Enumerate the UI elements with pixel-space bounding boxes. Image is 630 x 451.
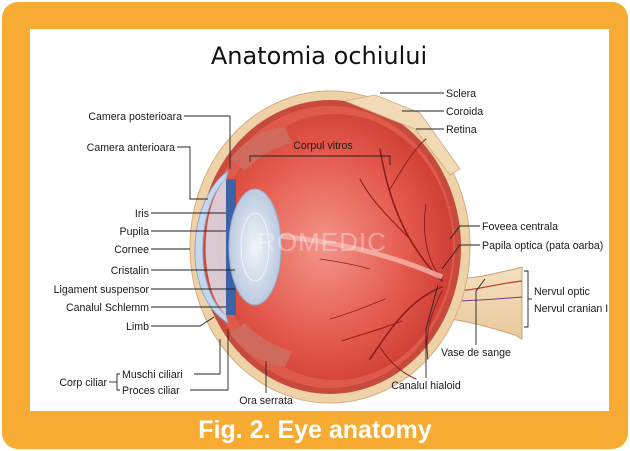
eye-anatomy-figure: Anatomia ochiului ROMEDIC Camera poste xyxy=(30,29,609,411)
label-pupila: Pupila xyxy=(120,226,150,238)
label-canalul-hialoid: Canalul hialoid xyxy=(391,380,461,392)
label-cristalin: Cristalin xyxy=(111,265,149,277)
label-camera-anterioara: Camera anterioara xyxy=(87,142,175,154)
leader-muschi-ciliari xyxy=(194,339,220,374)
label-retina: Retina xyxy=(446,124,477,136)
label-corp-ciliar: Corp ciliar xyxy=(59,377,107,389)
watermark: ROMEDIC xyxy=(257,227,387,257)
label-foveea-centrala: Foveea centrala xyxy=(482,221,558,233)
label-limb: Limb xyxy=(126,321,149,333)
bracket-nerv xyxy=(524,271,528,327)
label-proces-ciliar: Proces ciliar xyxy=(122,385,180,397)
label-papila-optica: Papila optica (pata oarba) xyxy=(482,240,603,252)
label-nervul-cranian: Nervul cranian II xyxy=(534,303,609,315)
diagram-title: Anatomia ochiului xyxy=(211,42,427,70)
label-ora-serrata: Ora serrata xyxy=(239,395,293,407)
label-muschi-ciliari: Muschi ciliari xyxy=(122,369,183,381)
label-corpul-vitros: Corpul vitros xyxy=(293,140,352,152)
bracket-corp-ciliar xyxy=(117,374,120,390)
label-sclera: Sclera xyxy=(446,88,476,100)
label-ligament-suspensor: Ligament suspensor xyxy=(54,284,150,296)
leader-limb xyxy=(151,317,214,326)
label-nervul-optic: Nervul optic xyxy=(534,286,591,298)
label-camera-posterioara: Camera posterioara xyxy=(88,111,182,123)
eye-anatomy-diagram: Anatomia ochiului ROMEDIC Camera poste xyxy=(30,29,609,411)
label-coroida: Coroida xyxy=(446,106,483,118)
label-canalul-schlemm: Canalul Schlemm xyxy=(66,302,149,314)
label-cornee: Cornee xyxy=(114,244,149,256)
label-iris: Iris xyxy=(135,208,149,220)
figure-caption: Fig. 2. Eye anatomy xyxy=(2,411,628,449)
label-vase-de-sange: Vase de sange xyxy=(441,347,511,359)
